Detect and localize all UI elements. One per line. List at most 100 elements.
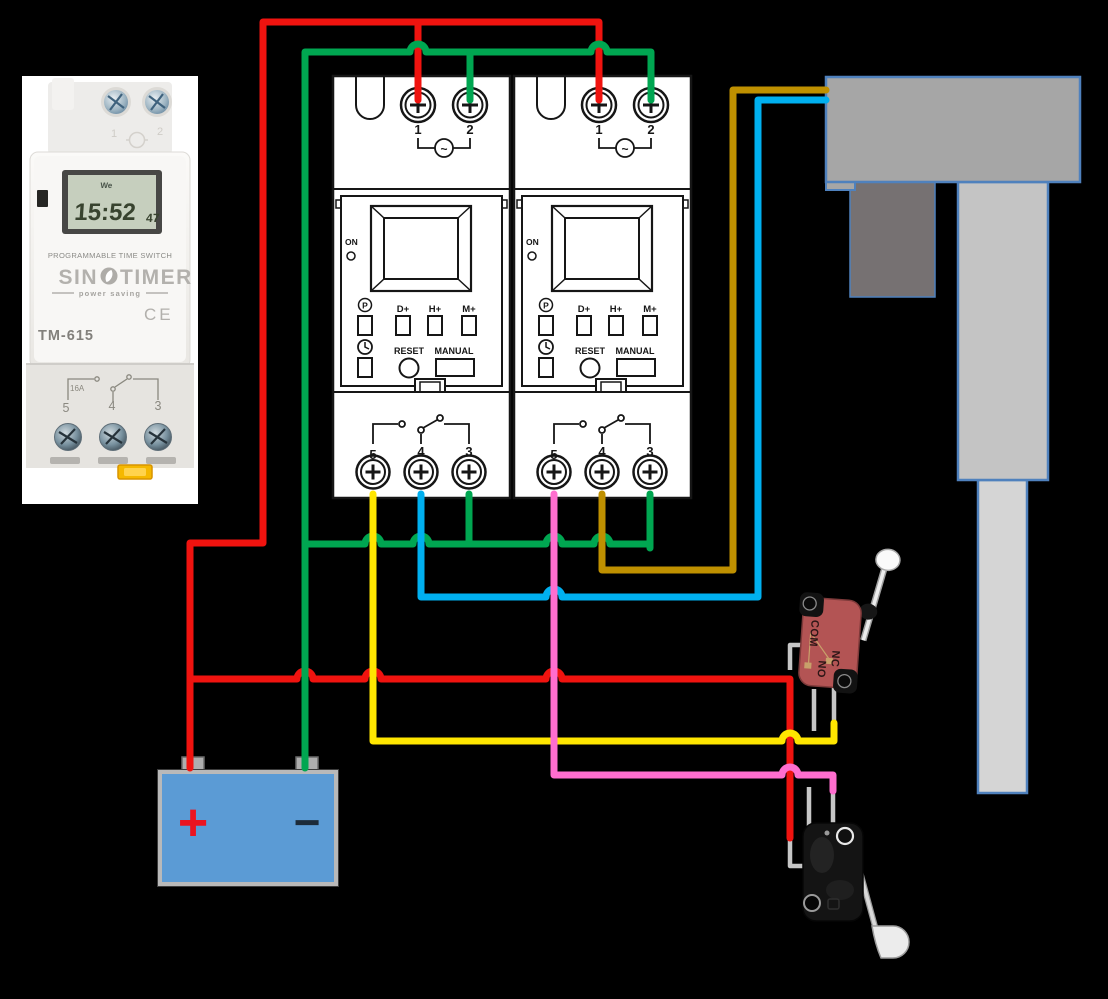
timer-schematic-1: 1 2 ~ ON P D+ H+ M+ RESET MANUAL 5 4 3 [333, 76, 510, 498]
terminal-4-label: 4 [417, 444, 425, 459]
battery-plus-label: + [178, 794, 208, 852]
minute-button-label: M+ [643, 304, 657, 315]
lcd-day: We [100, 181, 113, 190]
timer-schematic-2: 1 2 ~ ON P D+ H+ M+ RESET MANUAL 5 4 3 [514, 76, 691, 498]
ac-symbol: ~ [621, 142, 628, 156]
linear-actuator [824, 75, 1082, 795]
upper-switch-contact-diagram [807, 632, 831, 663]
brand-prefix: SIN [58, 266, 98, 289]
hour-button-label: H+ [429, 304, 442, 315]
reset-button-label: RESET [575, 346, 606, 356]
terminal-3-label: 3 [646, 444, 653, 459]
photo-terminal-2: 2 [157, 126, 163, 138]
wire-green-negative-bus [301, 532, 654, 548]
lower-switch-rivet [824, 830, 830, 836]
bottom-screws [54, 423, 172, 451]
manual-button-label: MANUAL [435, 346, 474, 356]
device-top-housing [48, 82, 172, 154]
upper-switch-nc-label: NC [828, 650, 841, 668]
actuator-housing [824, 75, 1082, 184]
terminal-2-label: 2 [466, 122, 473, 137]
terminal-5-label: 5 [369, 447, 376, 462]
lower-switch-button-detail [827, 898, 840, 910]
din-clip [117, 464, 153, 480]
photo-terminal-5: 5 [63, 401, 70, 415]
lcd-readout: We 15:52 47 [74, 181, 161, 226]
photo-contact-diagram [67, 374, 159, 402]
battery-outline [157, 769, 339, 887]
upper-switch-mount-hole-bottom [837, 673, 852, 689]
wire-red-battery-positive-feed [186, 18, 603, 772]
day-button-label: D+ [397, 304, 410, 315]
actuator-block [849, 179, 936, 298]
program-button-label: P [543, 301, 549, 311]
top-screw-1-icon [104, 90, 128, 114]
upper-switch-lever [861, 568, 887, 641]
battery-body [158, 770, 338, 886]
upper-switch-no-label: NO [815, 660, 828, 678]
ac-symbol: ~ [440, 142, 447, 156]
hour-button-label: H+ [610, 304, 623, 315]
switch-pins [787, 642, 837, 869]
vent-slot [98, 457, 128, 464]
lcd-screen [68, 175, 156, 229]
battery: + − [157, 756, 339, 887]
type-label: PROGRAMMABLE TIME SWITCH [48, 251, 172, 260]
wire-pink-timer2-to-lower-switch [550, 490, 837, 795]
top-screw-2-icon [145, 90, 169, 114]
terminal-1-label: 1 [595, 122, 602, 137]
brand-logo: SIN TIMER [58, 266, 193, 289]
leaf-icon-inner [105, 269, 113, 283]
upper-switch-com-pin [787, 642, 802, 670]
lower-switch-sheen [810, 837, 834, 873]
upper-switch-roller-icon [875, 548, 901, 572]
terminal-1-label: 1 [414, 122, 421, 137]
upper-switch-body [798, 597, 862, 689]
vent-slot [146, 457, 176, 464]
actuator-column [956, 180, 1050, 482]
on-led-label: ON [345, 237, 358, 247]
terminal-5-label: 5 [550, 447, 557, 462]
wire-green-battery-negative-feed [301, 40, 474, 772]
lower-switch-mount-hole-top [835, 826, 855, 846]
actuator-rod [976, 478, 1029, 795]
current-rating: 16A [70, 384, 85, 393]
photo-terminal-3: 3 [155, 399, 162, 413]
wire-gold-timer2-to-actuator [598, 86, 830, 574]
wires [186, 18, 838, 842]
device-top-tab [52, 78, 74, 110]
terminal-3-label: 3 [465, 444, 472, 459]
wire-yellow-timer1-to-upper-switch-no [369, 490, 838, 745]
lower-limit-switch [802, 822, 910, 959]
upper-switch-no-pad [825, 657, 833, 665]
upper-switch-nc-pad [804, 662, 812, 669]
lcd-seconds: 47 [146, 211, 161, 225]
vent-slot [50, 457, 80, 464]
product-photo-art: 1 2 We 15:52 47 PROGRAMMABLE TIME SWITCH… [26, 78, 194, 480]
device-lower-housing [26, 364, 194, 468]
model-number: TM-615 [38, 328, 94, 344]
upper-switch-mount-hole-top [802, 596, 817, 611]
brand-suffix: TIMER [120, 266, 193, 289]
terminal-2-label: 2 [647, 122, 654, 137]
photo-terminal-4: 4 [109, 399, 116, 413]
ce-mark: CE [144, 305, 174, 324]
lcd-time: 15:52 [74, 199, 137, 226]
lower-switch-mount-hole-bottom [803, 894, 821, 912]
battery-minus-label: − [294, 796, 321, 848]
upper-switch-pivot [859, 603, 878, 620]
product-photo: 1 2 We 15:52 47 PROGRAMMABLE TIME SWITCH… [22, 76, 198, 504]
day-button-label: D+ [578, 304, 591, 315]
lower-switch-roller-icon [871, 925, 910, 959]
on-led-label: ON [526, 237, 539, 247]
light-sensor [37, 190, 48, 207]
lower-switch-com-pin [787, 836, 804, 869]
upper-switch-com-label: COM [807, 619, 821, 647]
manual-button-label: MANUAL [616, 346, 655, 356]
program-button-label: P [362, 301, 368, 311]
lower-switch-sheen-2 [826, 880, 854, 900]
upper-limit-switch: COM NC NO [798, 548, 901, 694]
reset-button-label: RESET [394, 346, 425, 356]
